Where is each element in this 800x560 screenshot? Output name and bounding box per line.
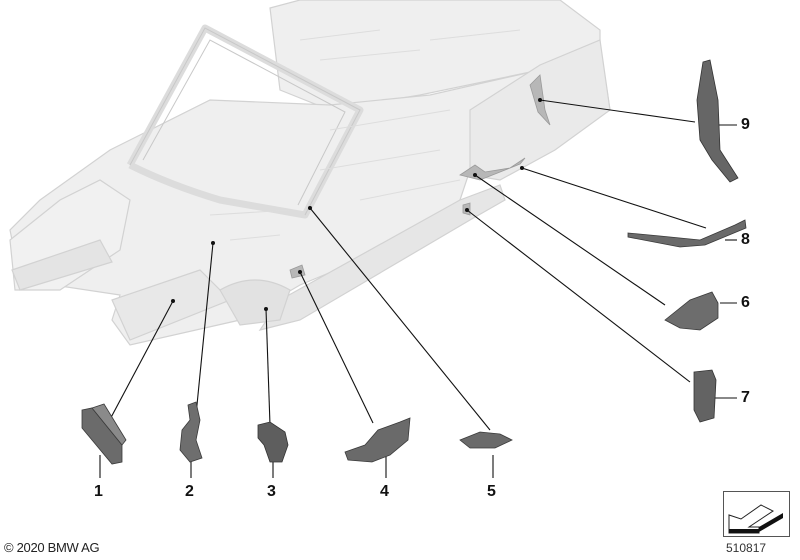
orientation-arrow-icon — [728, 504, 783, 534]
callout-4[interactable]: 4 — [380, 483, 389, 500]
leader-dots — [171, 98, 542, 311]
callout-8[interactable]: 8 — [741, 231, 750, 248]
leader-lines — [99, 99, 737, 478]
callout-5[interactable]: 5 — [487, 483, 496, 500]
copyright-notice: © 2020 BMW AG — [4, 540, 100, 555]
part-1-bracket[interactable] — [81, 403, 127, 465]
part-2-bracket[interactable] — [179, 401, 203, 463]
part-8-rail[interactable] — [627, 219, 747, 248]
callout-3[interactable]: 3 — [267, 483, 276, 500]
callout-6[interactable]: 6 — [741, 294, 750, 311]
floor-detail — [209, 29, 521, 241]
diagram-reference-number: 510817 — [726, 541, 767, 555]
part-6-cover[interactable] — [664, 291, 719, 331]
callout-9[interactable]: 9 — [741, 116, 750, 133]
part-9-pillar-trim[interactable] — [696, 59, 739, 183]
part-5-plate[interactable] — [459, 431, 513, 449]
part-4-trim[interactable] — [344, 417, 411, 463]
callout-2[interactable]: 2 — [185, 483, 194, 500]
part-7-bracket[interactable] — [693, 369, 717, 423]
part-3-bracket[interactable] — [257, 421, 289, 463]
callout-1[interactable]: 1 — [94, 483, 103, 500]
callout-7[interactable]: 7 — [741, 389, 750, 406]
